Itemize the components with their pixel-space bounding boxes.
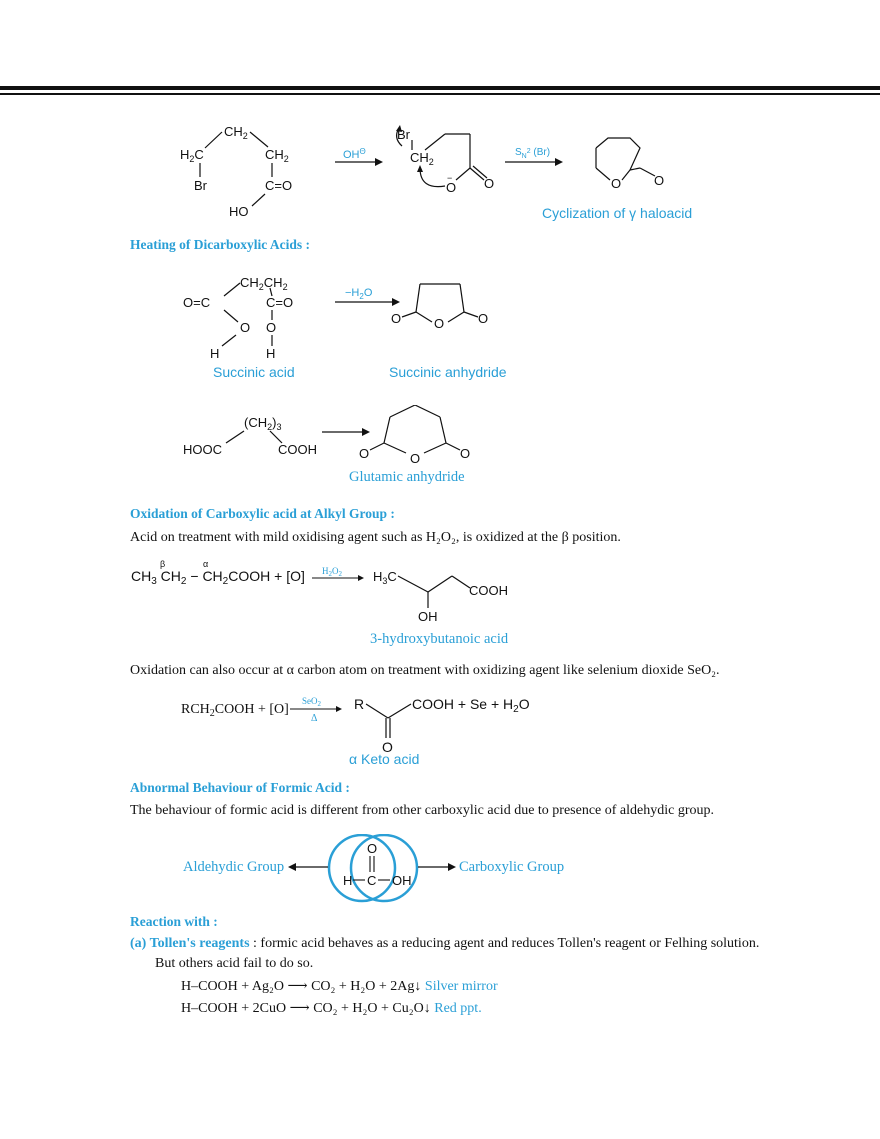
svg-text:COOH: COOH [278, 442, 317, 457]
svg-text:H: H [210, 346, 219, 361]
svg-text:C: C [367, 873, 376, 888]
svg-text:O: O [367, 841, 377, 856]
header-rule-thin [0, 93, 880, 95]
svg-text:O: O [434, 316, 444, 331]
svg-text:O: O [446, 180, 456, 195]
svg-text:H2O2: H2O2 [322, 566, 343, 578]
tollens-text2: But others acid fail to do so. [155, 956, 314, 971]
caption-hydroxybutanoic: 3-hydroxybutanoic acid [370, 631, 509, 647]
svg-text:CH3 CH2 − CH2COOH + [O]: CH3 CH2 − CH2COOH + [O] [131, 568, 305, 587]
reaction-1: H–COOH + Ag₂O ⟶ CO₂ + H₂O + 2Ag↓ [181, 979, 422, 994]
svg-text:O: O [484, 176, 494, 191]
heading-formic: Abnormal Behaviour of Formic Acid : [130, 780, 350, 795]
svg-text:O: O [391, 311, 401, 326]
svg-text:O: O [240, 320, 250, 335]
svg-text:CH2: CH2 [224, 124, 248, 141]
caption-cyclization: Cyclization of γ haloacid [542, 205, 693, 221]
svg-text:C=O: C=O [265, 178, 292, 193]
reaction-2-note: Red ppt. [434, 1001, 482, 1016]
caption-keto-acid: α Keto acid [349, 751, 420, 767]
svg-text:SN2 (Br): SN2 (Br) [515, 147, 550, 160]
header-rule-thick [0, 86, 880, 90]
svg-text:COOH + Se + H2O: COOH + Se + H2O [412, 696, 530, 715]
glutamic-scheme: (CH2)3 HOOC COOH O O O [183, 405, 470, 466]
heading-reaction: Reaction with : [130, 914, 218, 929]
alpha-oxidation-scheme: RCH2COOH + [O] SeO2 Δ R COOH + Se + H2O … [181, 696, 530, 755]
svg-text:H3C: H3C [373, 569, 397, 586]
text-formic-behaviour: The behaviour of formic acid is differen… [130, 803, 715, 818]
svg-text:CH2CH2: CH2CH2 [240, 275, 288, 292]
svg-text:C=O: C=O [266, 295, 293, 310]
reaction-1-note: Silver mirror [424, 979, 498, 994]
caption-glutamic-anhydride: Glutamic anhydride [349, 469, 465, 485]
text-beta-oxidation: Acid on treatment with mild oxidising ag… [130, 530, 621, 545]
succinic-scheme: CH2CH2 O=C C=O O O H H −H2O O O O [183, 275, 488, 361]
caption-aldehydic-group: Aldehydic Group [183, 859, 285, 875]
svg-text:R: R [354, 696, 364, 712]
svg-text:H2C: H2C [180, 147, 204, 164]
caption-carboxylic-group: Carboxylic Group [459, 859, 565, 875]
svg-text:(CH2)3: (CH2)3 [244, 415, 281, 432]
svg-text:HOOC: HOOC [183, 442, 222, 457]
text-alpha-oxidation: Oxidation can also occur at α carbon ato… [130, 663, 720, 678]
svg-text:−: − [447, 173, 452, 183]
svg-text:RCH2COOH + [O]: RCH2COOH + [O] [181, 702, 289, 719]
heading-heating: Heating of Dicarboxylic Acids : [130, 237, 310, 252]
svg-text:H: H [343, 873, 352, 888]
svg-text:O: O [382, 739, 393, 755]
svg-text:OHΘ: OHΘ [343, 147, 366, 161]
svg-text:O: O [460, 446, 470, 461]
tollens-label: (a) Tollen's reagents [130, 936, 250, 951]
svg-text:H: H [266, 346, 275, 361]
svg-text:β: β [160, 559, 165, 569]
reaction-2-line: H–COOH + 2CuO ⟶ CO₂ + H₂O + Cu₂O↓ Red pp… [181, 1000, 482, 1017]
svg-text:−H2O: −H2O [345, 287, 373, 301]
reaction-2: H–COOH + 2CuO ⟶ CO₂ + H₂O + Cu₂O↓ [181, 1001, 431, 1016]
beta-oxidation-scheme: β α CH3 CH2 − CH2COOH + [O] H2O2 H3C COO… [131, 559, 508, 624]
formic-venn: O H C OH [288, 834, 456, 903]
svg-text:CH2: CH2 [265, 147, 289, 164]
tollens-text: : formic acid behaves as a reducing agen… [249, 936, 760, 951]
svg-text:O: O [611, 176, 621, 191]
svg-text:O: O [359, 446, 369, 461]
svg-text:O: O [478, 311, 488, 326]
reaction-1-line: H–COOH + Ag₂O ⟶ CO₂ + H₂O + 2Ag↓ Silver … [181, 978, 498, 995]
heading-oxidation: Oxidation of Carboxylic acid at Alkyl Gr… [130, 506, 395, 521]
svg-text:α: α [203, 559, 208, 569]
caption-succinic-anhydride: Succinic anhydride [389, 364, 507, 380]
svg-text:Br: Br [194, 178, 208, 193]
cyclization-scheme: CH2 H2C CH2 Br C=O HO OHΘ Br CH2 O O − S… [180, 124, 664, 219]
svg-text:O: O [410, 451, 420, 466]
svg-text:O=C: O=C [183, 295, 210, 310]
svg-text:COOH: COOH [469, 583, 508, 598]
svg-text:Δ: Δ [311, 713, 318, 724]
tollens-line: (a) Tollen's reagents : formic acid beha… [130, 936, 759, 952]
svg-text:HO: HO [229, 204, 249, 219]
svg-text:O: O [266, 320, 276, 335]
svg-text:OH: OH [392, 873, 412, 888]
svg-text:CH2: CH2 [410, 150, 434, 167]
svg-text:OH: OH [418, 609, 438, 624]
caption-succinic-acid: Succinic acid [213, 364, 295, 380]
svg-text:O: O [654, 173, 664, 188]
svg-text:SeO2: SeO2 [302, 696, 322, 708]
